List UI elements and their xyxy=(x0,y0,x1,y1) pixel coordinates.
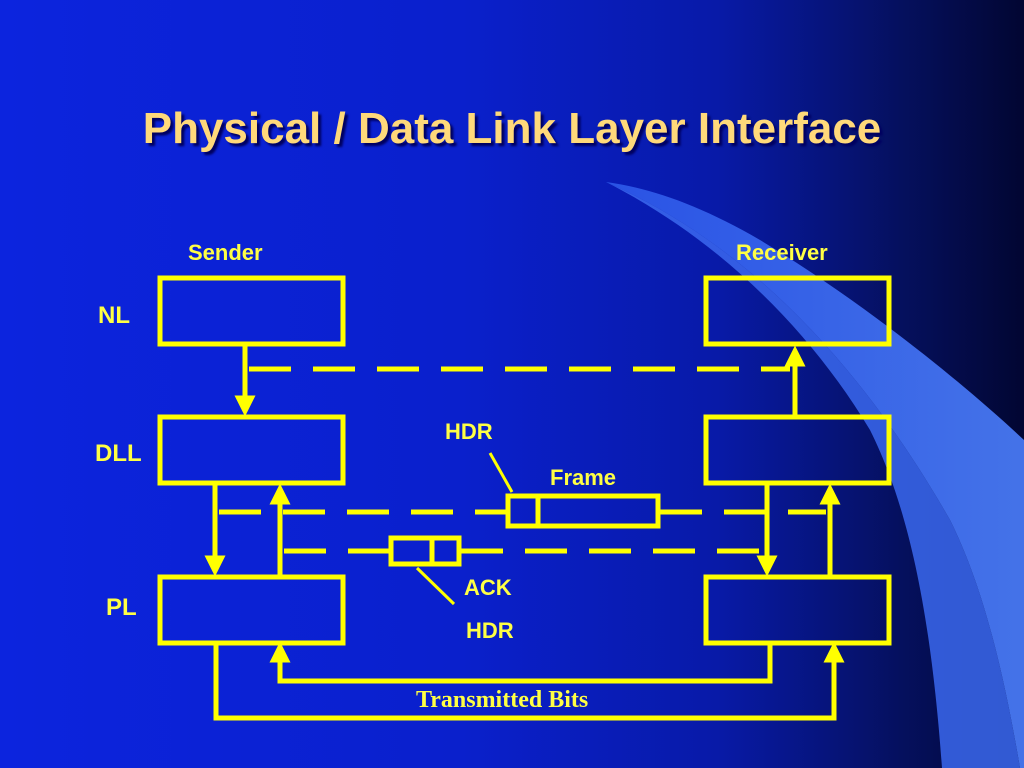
nl-label: NL xyxy=(98,302,130,329)
ack-packet xyxy=(388,535,462,567)
slide-title: Physical / Data Link Layer Interface xyxy=(142,104,882,153)
receiver-label: Receiver xyxy=(736,240,828,265)
transmitted-bits-label: Transmitted Bits xyxy=(416,687,589,713)
decorative-swoosh xyxy=(606,182,1024,768)
ack-hdr-pointer xyxy=(415,566,456,606)
sender-dll-box xyxy=(157,414,346,486)
receiver-pl-box xyxy=(703,574,892,646)
ack-label: ACK xyxy=(464,575,512,600)
decorative-swoosh-inner xyxy=(606,182,1020,768)
receiver-nl-box xyxy=(703,275,892,347)
frame-packet xyxy=(505,493,661,529)
receiver-dll-box xyxy=(703,414,892,486)
bits-loop-inner xyxy=(269,641,773,684)
pl-label: PL xyxy=(106,594,137,621)
bits-loop-outer xyxy=(213,641,845,721)
frame-hdr-label: HDR xyxy=(445,419,493,444)
sender-label: Sender xyxy=(188,240,263,265)
dll-label: DLL xyxy=(95,440,142,467)
sender-pl-box xyxy=(157,574,346,646)
ack-hdr-label: HDR xyxy=(466,618,514,643)
sender-nl-box xyxy=(157,275,346,347)
frame-hdr-pointer xyxy=(488,452,514,493)
frame-label: Frame xyxy=(550,465,617,490)
